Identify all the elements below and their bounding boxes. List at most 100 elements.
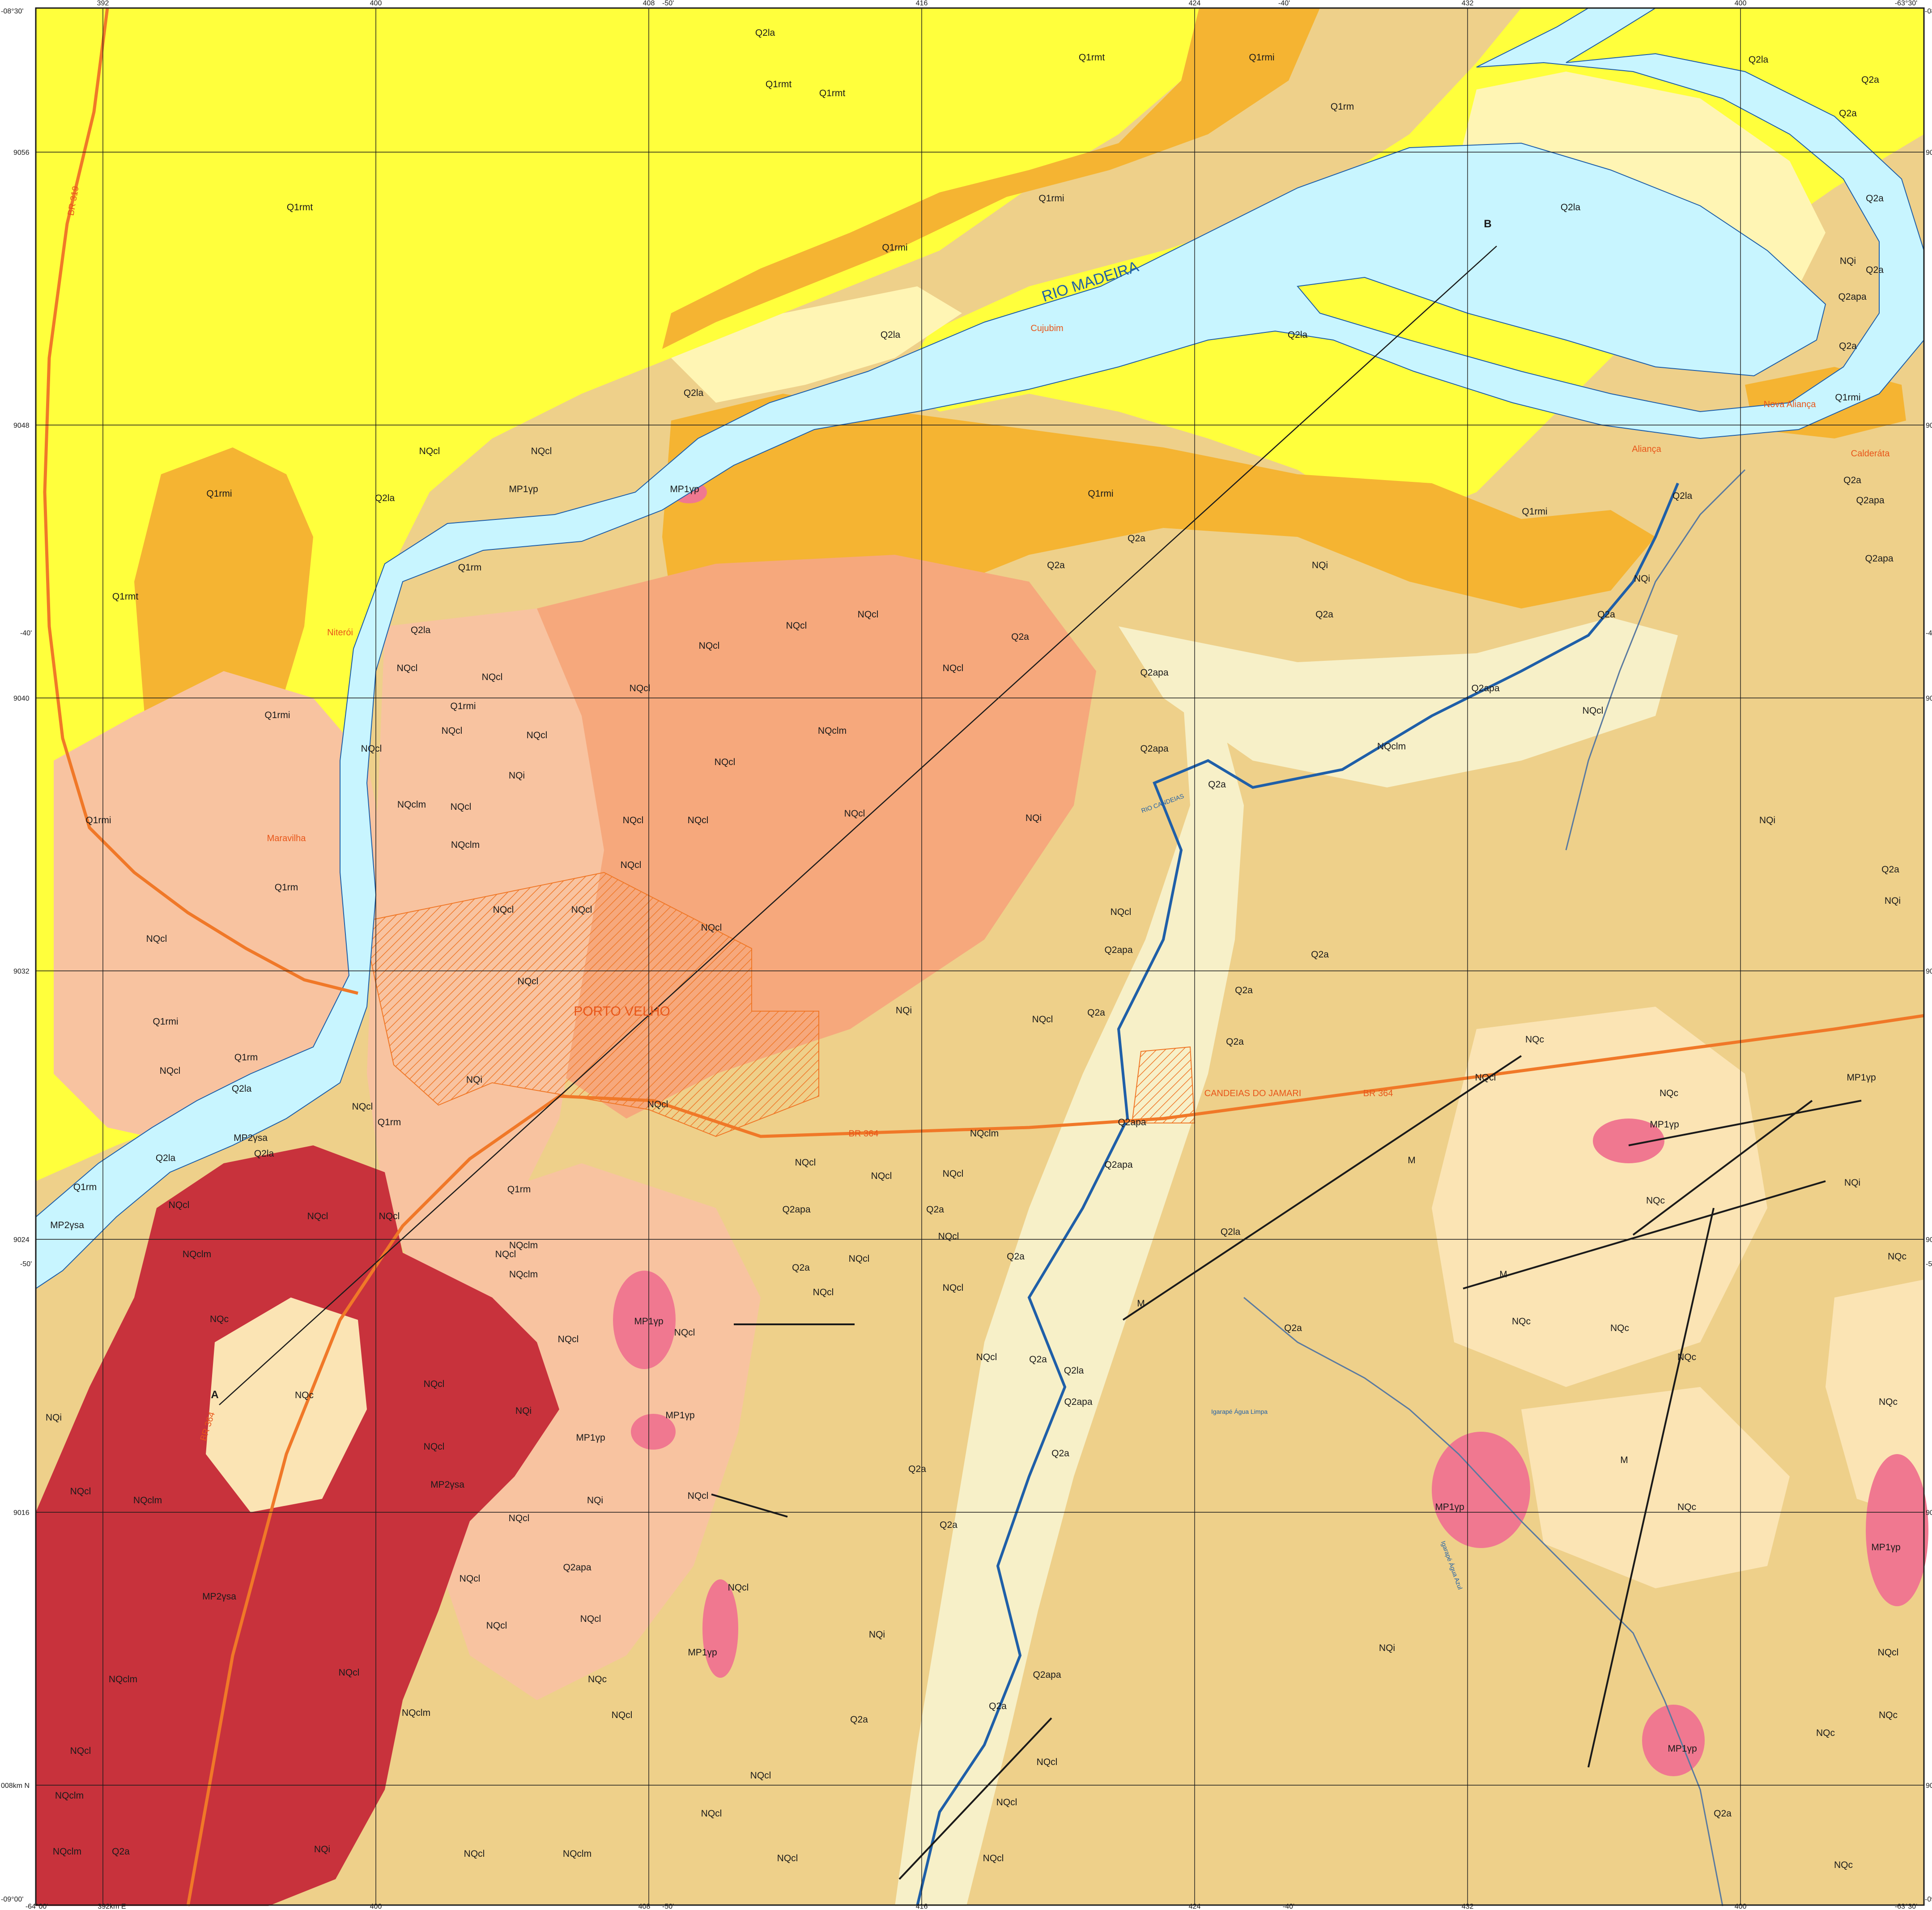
unit-q1rmi-south <box>662 394 1655 608</box>
svg-text:NQcl: NQcl <box>1037 1757 1058 1767</box>
svg-text:Q1rmi: Q1rmi <box>85 815 111 825</box>
svg-text:NQcl: NQcl <box>728 1582 749 1593</box>
svg-text:Q2apa: Q2apa <box>1471 683 1499 693</box>
svg-text:Q2a: Q2a <box>850 1714 868 1725</box>
frame-bottom-labels: -64°00' 392km E 400 408 -50' 416 424 -40… <box>26 1903 1917 1910</box>
svg-text:NQc: NQc <box>1834 1860 1853 1870</box>
svg-text:Q1rmi: Q1rmi <box>1038 193 1064 204</box>
svg-text:-50': -50' <box>662 0 674 7</box>
svg-text:-50': -50' <box>1926 1260 1932 1268</box>
svg-text:MP1γp: MP1γp <box>1668 1744 1697 1754</box>
fault-marker-2: M <box>1408 1155 1416 1166</box>
place-cujubim: Cujubim <box>1030 323 1063 333</box>
svg-text:Q2a: Q2a <box>940 1520 957 1530</box>
svg-text:Q2a: Q2a <box>1839 341 1857 351</box>
svg-text:NQcl: NQcl <box>1032 1014 1053 1025</box>
svg-text:NQcl: NQcl <box>518 976 539 987</box>
svg-text:Q1rmi: Q1rmi <box>1088 489 1113 499</box>
svg-text:NQcl: NQcl <box>361 744 382 754</box>
svg-text:NQc: NQc <box>1677 1502 1696 1512</box>
unit-nqc-east <box>1432 1007 1767 1387</box>
coordinate-grid <box>36 8 1924 1905</box>
svg-text:Q2a: Q2a <box>1839 108 1857 119</box>
svg-text:Q2apa: Q2apa <box>563 1562 591 1573</box>
svg-text:Q2apa: Q2apa <box>1865 553 1893 564</box>
svg-text:Q2a: Q2a <box>1128 533 1145 544</box>
unit-q2a-candeias-valley <box>895 626 1244 1906</box>
unit-nqc-southeast <box>1521 1387 1790 1588</box>
svg-text:Q1rmt: Q1rmt <box>766 79 792 89</box>
svg-text:NQcl: NQcl <box>943 1169 964 1179</box>
unit-q2la-center <box>671 286 962 403</box>
fault-marker-4: M <box>1620 1455 1628 1465</box>
svg-text:9016: 9016 <box>1926 1509 1932 1517</box>
svg-text:9040: 9040 <box>13 695 30 702</box>
igarape-agua-limpa-stream <box>1243 1297 1723 1906</box>
svg-text:-40': -40' <box>1926 630 1932 637</box>
svg-text:NQcl: NQcl <box>571 905 592 915</box>
svg-text:NQclm: NQclm <box>509 1269 538 1280</box>
svg-text:Q1rm: Q1rm <box>378 1117 401 1127</box>
svg-text:NQc: NQc <box>1888 1251 1906 1262</box>
svg-text:NQc: NQc <box>1816 1728 1835 1738</box>
svg-text:NQcl: NQcl <box>1878 1647 1899 1658</box>
svg-text:NQclm: NQclm <box>133 1495 162 1506</box>
svg-text:Q2apa: Q2apa <box>1140 668 1168 678</box>
svg-text:400: 400 <box>1735 0 1747 7</box>
unit-nqcl-south <box>425 1163 761 1700</box>
svg-text:NQcl: NQcl <box>844 808 865 819</box>
svg-text:9048: 9048 <box>1926 422 1932 430</box>
svg-text:Q2a: Q2a <box>1866 193 1884 204</box>
svg-text:Q2la: Q2la <box>375 493 395 503</box>
svg-text:NQcl: NQcl <box>795 1157 816 1168</box>
frame-top-labels: 392 400 408 -50' 416 424 -40' 432 400 -6… <box>97 0 1918 7</box>
svg-text:-50': -50' <box>662 1903 674 1910</box>
svg-text:Q1rmi: Q1rmi <box>1249 52 1274 63</box>
svg-text:Q1rmi: Q1rmi <box>882 242 907 253</box>
svg-text:-09°00': -09°00' <box>1925 1896 1932 1903</box>
svg-text:NQcl: NQcl <box>580 1614 601 1624</box>
svg-text:Q1rm: Q1rm <box>275 882 298 893</box>
svg-text:NQcl: NQcl <box>352 1102 373 1112</box>
place-maravilha: Maravilha <box>267 834 306 843</box>
svg-text:9024: 9024 <box>13 1236 30 1244</box>
svg-text:9008: 9008 <box>1926 1782 1932 1790</box>
map-frame <box>35 7 1925 1906</box>
svg-text:NQcl: NQcl <box>1111 907 1132 917</box>
svg-text:MP1γp: MP1γp <box>1435 1502 1464 1512</box>
svg-text:Q2la: Q2la <box>881 330 901 340</box>
svg-text:Q2a: Q2a <box>1597 609 1615 620</box>
svg-text:NQclm: NQclm <box>397 800 426 810</box>
svg-text:Q2a: Q2a <box>1047 560 1065 570</box>
svg-text:NQi: NQi <box>896 1005 912 1016</box>
svg-text:NQcl: NQcl <box>451 802 472 812</box>
place-niteroi: Niterói <box>327 628 353 638</box>
svg-text:Q2a: Q2a <box>1029 1354 1047 1365</box>
br364-road <box>186 1014 1924 1906</box>
svg-text:NQcl: NQcl <box>460 1574 481 1584</box>
svg-text:MP2γsa: MP2γsa <box>430 1480 464 1490</box>
svg-text:416: 416 <box>916 1903 928 1910</box>
unit-nqcl-west <box>54 671 385 1145</box>
svg-text:Q2a: Q2a <box>1861 75 1879 85</box>
svg-text:NQc: NQc <box>1677 1352 1696 1362</box>
svg-text:NQcl: NQcl <box>688 1491 709 1501</box>
svg-text:MP2γsa: MP2γsa <box>234 1133 268 1143</box>
svg-text:NQc: NQc <box>588 1674 607 1685</box>
svg-text:NQclm: NQclm <box>183 1249 211 1259</box>
cross-section-line <box>219 246 1497 1405</box>
svg-text:NQi: NQi <box>1634 574 1650 584</box>
svg-text:NQcl: NQcl <box>943 663 964 673</box>
svg-text:400: 400 <box>370 1903 382 1910</box>
svg-text:NQcl: NQcl <box>943 1283 964 1293</box>
svg-text:NQclm: NQclm <box>402 1708 430 1718</box>
svg-text:NQcl: NQcl <box>464 1849 485 1859</box>
svg-text:9048: 9048 <box>13 422 30 430</box>
svg-text:Q2a: Q2a <box>1226 1037 1244 1047</box>
svg-text:Q2a: Q2a <box>989 1701 1007 1711</box>
svg-text:Q1rm: Q1rm <box>458 562 482 573</box>
svg-text:-40': -40' <box>1278 0 1290 7</box>
unit-mp1yp-body-7 <box>702 1579 738 1678</box>
svg-text:NQcl: NQcl <box>424 1442 445 1452</box>
svg-text:Q2a: Q2a <box>1714 1808 1732 1819</box>
